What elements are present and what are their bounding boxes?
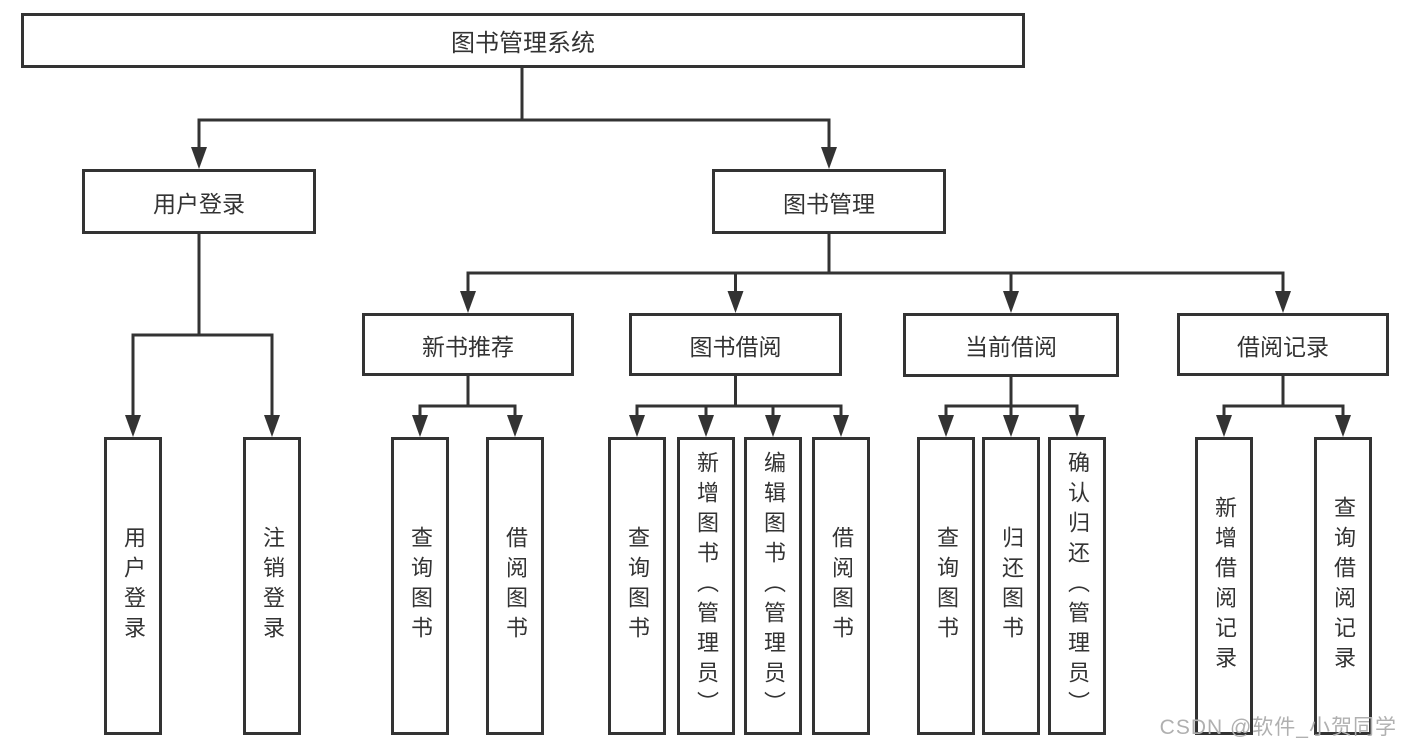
leaf-query-books-recommend-label: 查询图书 <box>408 526 433 646</box>
leaf-logout-label: 注销登录 <box>260 526 285 646</box>
leaf-query-books-current: 查询图书 <box>917 437 975 735</box>
node-book-borrow-label: 图书借阅 <box>689 333 782 360</box>
node-new-book-recommend: 新书推荐 <box>362 313 574 376</box>
node-borrow-records: 借阅记录 <box>1177 313 1389 376</box>
leaf-query-borrow-record: 查询借阅记录 <box>1314 437 1372 735</box>
node-borrow-records-label: 借阅记录 <box>1237 333 1329 360</box>
node-root: 图书管理系统 <box>21 13 1025 68</box>
node-current-borrow-label: 当前借阅 <box>965 334 1057 360</box>
csdn-watermark: CSDN @软件_小贺同学 <box>1159 716 1397 739</box>
leaf-logout: 注销登录 <box>243 437 301 735</box>
node-current-borrow: 当前借阅 <box>903 313 1119 377</box>
leaf-return-books: 归还图书 <box>982 437 1040 735</box>
node-book-borrow: 图书借阅 <box>629 313 842 376</box>
leaf-confirm-return-admin-label: 确认归还（管理员） <box>1065 451 1090 721</box>
node-user-login-label: 用户登录 <box>153 190 245 217</box>
node-new-book-recommend-label: 新书推荐 <box>422 333 514 360</box>
leaf-confirm-return-admin: 确认归还（管理员） <box>1048 437 1106 735</box>
node-book-management-label: 图书管理 <box>783 190 875 217</box>
leaf-user-login-label: 用户登录 <box>121 526 146 646</box>
node-user-login: 用户登录 <box>82 169 316 234</box>
leaf-edit-book-admin: 编辑图书（管理员） <box>744 437 802 735</box>
leaf-add-borrow-record-label: 新增借阅记录 <box>1212 496 1237 676</box>
leaf-borrow-books-label: 借阅图书 <box>829 526 854 646</box>
leaf-add-book-admin-label: 新增图书（管理员） <box>694 451 719 721</box>
leaf-borrow-books-recommend: 借阅图书 <box>486 437 544 735</box>
node-book-management: 图书管理 <box>712 169 946 234</box>
node-root-label: 图书管理系统 <box>451 30 595 57</box>
leaf-user-login: 用户登录 <box>104 437 162 735</box>
leaf-add-borrow-record: 新增借阅记录 <box>1195 437 1253 735</box>
leaf-edit-book-admin-label: 编辑图书（管理员） <box>761 451 786 721</box>
leaf-borrow-books: 借阅图书 <box>812 437 870 735</box>
leaf-query-books-current-label: 查询图书 <box>934 526 959 646</box>
leaf-query-borrow-record-label: 查询借阅记录 <box>1331 496 1356 676</box>
leaf-borrow-books-recommend-label: 借阅图书 <box>503 526 528 646</box>
leaf-query-books-borrow: 查询图书 <box>608 437 666 735</box>
leaf-query-books-borrow-label: 查询图书 <box>625 526 650 646</box>
leaf-query-books-recommend: 查询图书 <box>391 437 449 735</box>
leaf-add-book-admin: 新增图书（管理员） <box>677 437 735 735</box>
leaf-return-books-label: 归还图书 <box>999 526 1024 646</box>
